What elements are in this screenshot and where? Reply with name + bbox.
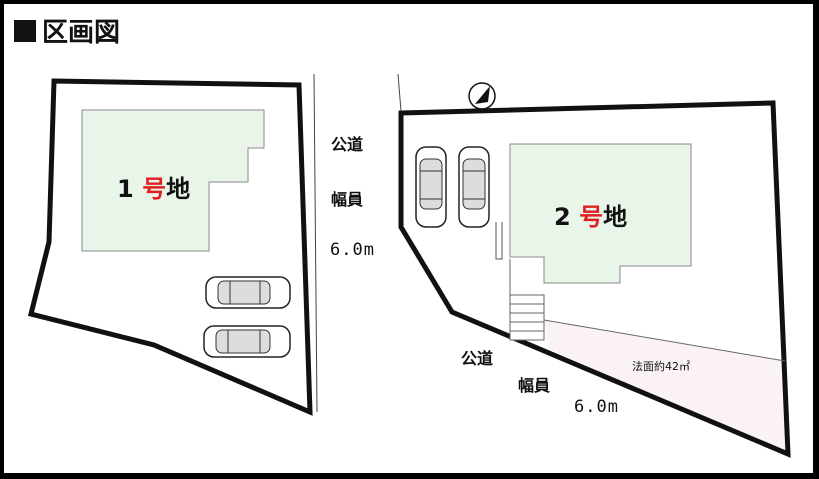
lot1-label: 1 号地 <box>117 169 190 204</box>
page-title: 区画図 <box>14 12 120 49</box>
lot2-suffix: 地 <box>603 203 628 231</box>
lot2-road-edge <box>397 73 402 112</box>
road1-width: 6.0m <box>330 240 375 260</box>
car-top-view-icon <box>415 146 447 228</box>
car-top-view-icon <box>205 276 291 309</box>
site-plan-drawing <box>27 73 791 458</box>
lot2-label: 2 号地 <box>554 197 627 232</box>
road2-width: 6.0m <box>574 397 619 417</box>
lot2-building <box>509 143 692 284</box>
lot2-number: 2 <box>554 203 571 231</box>
car-top-view-icon <box>203 325 291 358</box>
lot2-slope-area <box>544 320 788 454</box>
lot2-wall-line <box>495 222 503 260</box>
title-text: 区画図 <box>42 18 121 48</box>
road2-type: 公道 <box>461 349 494 368</box>
lot1-suffix: 地 <box>166 175 191 203</box>
title-square-icon <box>14 19 36 42</box>
lot1-number: 1 <box>117 175 134 203</box>
lot1-mark: 号 <box>142 175 167 203</box>
car-top-view-icon <box>458 146 490 228</box>
site-plan-frame: 区画図 <box>4 4 813 473</box>
lot2-stairs <box>509 294 545 341</box>
slope-area-label: 法面約42㎡ <box>632 360 690 373</box>
road2-width-label: 幅員 <box>518 376 551 395</box>
road1-width-label: 幅員 <box>331 190 364 209</box>
lot2-boundary <box>398 100 791 458</box>
road1-type: 公道 <box>331 135 364 154</box>
lot2-mark: 号 <box>579 203 604 231</box>
lot1-building <box>81 109 265 252</box>
lot1-road-edge <box>313 73 318 413</box>
lot2-slope-line <box>543 319 786 362</box>
north-arrow-icon <box>468 82 496 110</box>
